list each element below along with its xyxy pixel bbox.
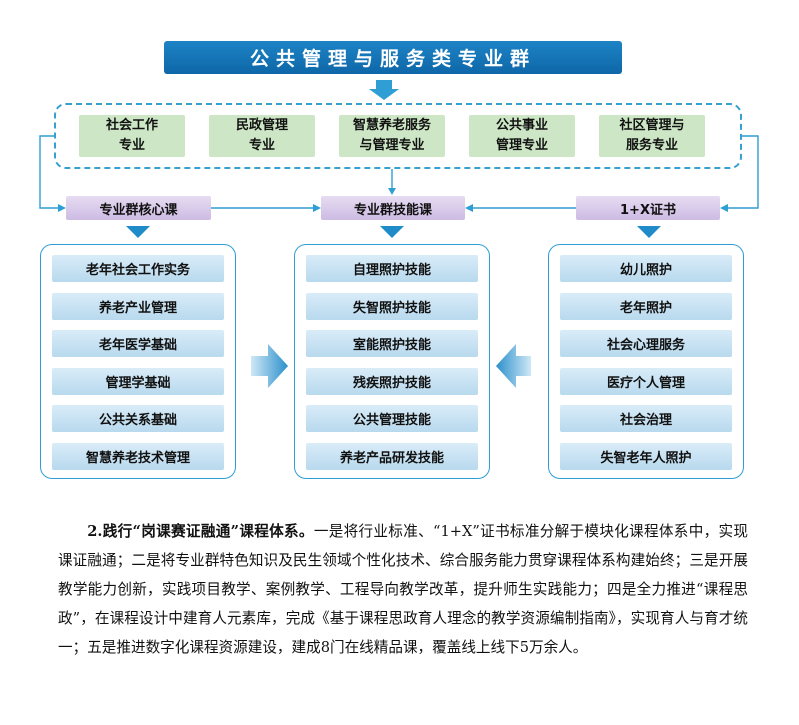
major-box-social-work: 社会工作 专业 (79, 115, 185, 157)
major-label: 公共事业 管理专业 (495, 118, 548, 153)
cert-down-arrow (637, 226, 661, 238)
major-label: 智慧养老服务 与管理专业 (352, 118, 431, 153)
course-item: 医疗个人管理 (560, 367, 732, 395)
major-box-smart-elderly-care: 智慧养老服务 与管理专业 (339, 115, 445, 157)
core-down-arrow (126, 226, 150, 238)
course-item: 老年照护 (560, 292, 732, 320)
major-box-community-mgmt: 社区管理与 服务专业 (599, 115, 705, 157)
course-item: 社会心理服务 (560, 330, 732, 357)
course-item: 残疾照护技能 (306, 367, 478, 395)
majors-group (54, 103, 742, 169)
title-down-arrow (369, 80, 399, 100)
course-item: 管理学基础 (52, 367, 224, 395)
course-item: 公共关系基础 (52, 405, 224, 432)
major-label: 民政管理 专业 (235, 118, 288, 153)
major-label: 社区管理与 服务专业 (619, 118, 685, 153)
connector-lines (39, 80, 759, 388)
course-item: 老年医学基础 (52, 330, 224, 357)
major-box-public-affairs: 公共事业 管理专业 (469, 115, 575, 157)
course-item: 自理照护技能 (306, 255, 478, 282)
major-box-civil-affairs: 民政管理 专业 (209, 115, 315, 157)
category-certificates: 1+X证书 (576, 196, 720, 220)
course-item: 失智照护技能 (306, 292, 478, 320)
course-item: 老年社会工作实务 (52, 255, 224, 282)
right-connector (722, 135, 759, 209)
course-item: 养老产品研发技能 (306, 442, 478, 470)
course-item: 失智老年人照护 (560, 442, 732, 470)
certificates-panel (548, 244, 744, 479)
left-block-arrow (251, 344, 288, 388)
paragraph-lead: 2.践行“岗课赛证融通”课程体系。 (87, 523, 314, 540)
skill-courses-panel (294, 244, 490, 479)
body-paragraph: 2.践行“岗课赛证融通”课程体系。一是将行业标准、“1+X”证书标准分解于模块化… (58, 517, 748, 662)
cluster-title: 公共管理与服务类专业群 (164, 41, 622, 74)
course-item: 智慧养老技术管理 (52, 442, 224, 470)
paragraph-body: 一是将行业标准、“1+X”证书标准分解于模块化课程体系中，实现课证融通；二是将专… (58, 523, 748, 656)
course-item: 幼儿照护 (560, 255, 732, 282)
course-item: 公共管理技能 (306, 405, 478, 432)
course-item: 社会治理 (560, 405, 732, 432)
major-label: 社会工作 专业 (105, 118, 158, 153)
core-courses-panel (40, 244, 236, 479)
right-block-arrow (496, 344, 531, 388)
course-item: 室能照护技能 (306, 330, 478, 357)
category-core-courses: 专业群核心课 (66, 196, 211, 220)
skills-down-arrow (380, 226, 404, 238)
category-skill-courses: 专业群技能课 (321, 196, 465, 220)
left-connector (39, 135, 64, 209)
course-item: 养老产业管理 (52, 292, 224, 320)
